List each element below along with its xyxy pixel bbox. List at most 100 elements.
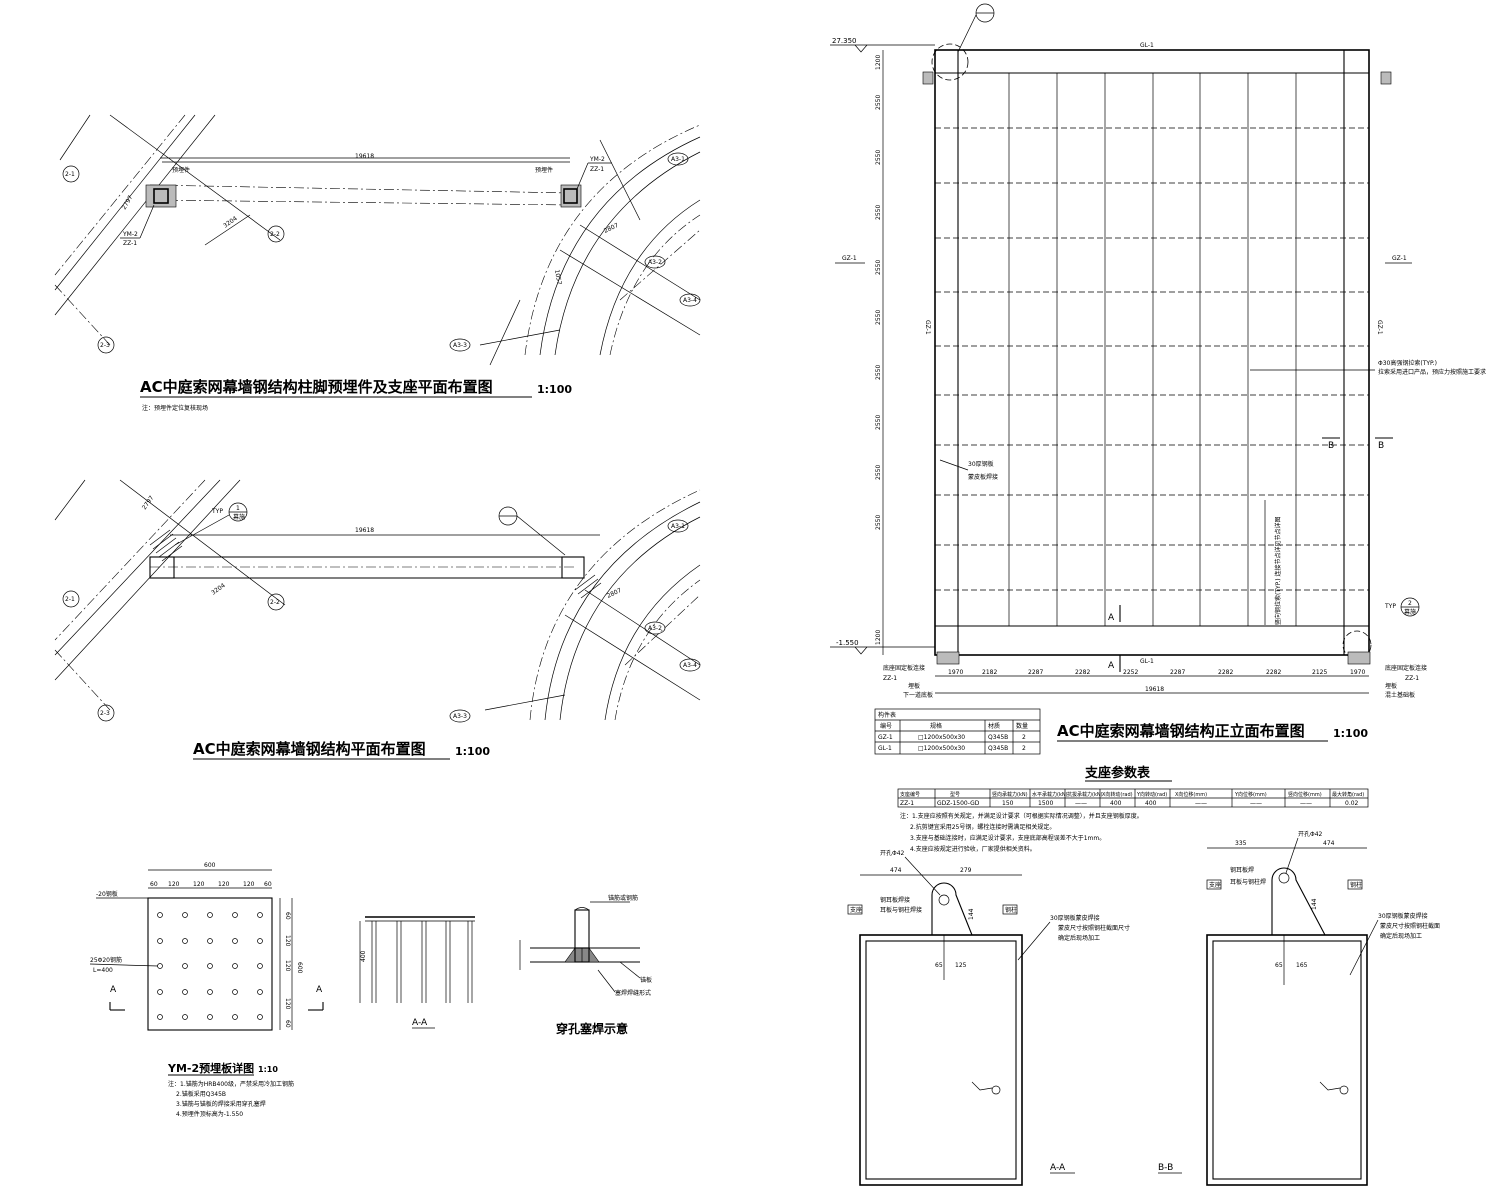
plug-weld-label-1: 锚筋或钢筋 bbox=[608, 894, 638, 902]
elevation: 27.350 -1.550 1200 2550 2550 2550 2550 2… bbox=[830, 3, 1486, 742]
aa-note-1: 钢耳板焊接 bbox=[880, 896, 910, 904]
svg-text:1200: 1200 bbox=[875, 630, 882, 645]
embed-dim-span: 19618 bbox=[355, 153, 374, 160]
svg-text:2.锚板采用Q345B: 2.锚板采用Q345B bbox=[176, 1090, 226, 1098]
svg-text:120: 120 bbox=[284, 935, 291, 947]
svg-text:2550: 2550 bbox=[875, 205, 882, 220]
member-cell: 2 bbox=[1022, 734, 1026, 741]
svg-text:2550: 2550 bbox=[875, 415, 882, 430]
elev-title: AC中庭索网幕墙钢结构正立面布置图 bbox=[1057, 722, 1305, 740]
svg-text:A3-2: A3-2 bbox=[648, 259, 662, 266]
svg-text:2550: 2550 bbox=[875, 365, 882, 380]
aa-note-2: 耳板与钢柱焊接 bbox=[880, 906, 922, 914]
svg-text:4.预埋件顶标高为-1.550: 4.预埋件顶标高为-1.550 bbox=[176, 1110, 243, 1118]
member-cell: 2 bbox=[1022, 745, 1026, 752]
elev-column-right: GZ-1 bbox=[1376, 320, 1383, 335]
svg-text:Y向转动(rad): Y向转动(rad) bbox=[1136, 791, 1167, 798]
svg-text:2550: 2550 bbox=[875, 310, 882, 325]
svg-text:2252: 2252 bbox=[1123, 669, 1138, 676]
support-table-cols: 支座编号 型号 竖向承载力(kN) 水平承载力(kN) 抗拔承载力(kN) X向… bbox=[900, 791, 1364, 798]
support-table-notes: 注：1.支座应按照有关规定，并满足设计要求（可根据实际情况调整），并且支座钢板厚… bbox=[900, 812, 1143, 853]
member-col: 材质 bbox=[988, 722, 1000, 730]
embed-dim-d: 2797 bbox=[121, 194, 135, 211]
svg-text:3.支座与基础连接时，应满足设计要求，支座底部高程误差不大于: 3.支座与基础连接时，应满足设计要求，支座底部高程误差不大于1mm。 bbox=[910, 834, 1105, 842]
ym2-notes: 注：1.锚筋为HRB400级，严禁采用冷加工钢筋 2.锚板采用Q345B 3.锚… bbox=[168, 1080, 294, 1118]
svg-text:支座编号: 支座编号 bbox=[900, 791, 920, 798]
aa-dim-w1: 474 bbox=[890, 867, 902, 874]
embed-dim-c: 1057 bbox=[553, 269, 563, 285]
svg-text:2282: 2282 bbox=[1218, 669, 1233, 676]
svg-text:Y向位移(mm): Y向位移(mm) bbox=[1234, 791, 1267, 798]
svg-text:——: —— bbox=[1300, 800, 1312, 807]
svg-text:——: —— bbox=[1075, 800, 1087, 807]
svg-text:150: 150 bbox=[1002, 800, 1014, 807]
embed-plan-scale: 1:100 bbox=[537, 383, 572, 396]
ym2-section-left: A bbox=[110, 985, 117, 995]
elev-right-support-2: ZZ-1 bbox=[1405, 675, 1419, 682]
svg-text:型号: 型号 bbox=[950, 791, 960, 798]
svg-text:1970: 1970 bbox=[1350, 669, 1365, 676]
struct-detail-sheet: 幕施 bbox=[233, 513, 245, 521]
aa-tag-right: 钢柱 bbox=[1005, 906, 1017, 914]
member-col: 规格 bbox=[930, 722, 942, 730]
elev-typ-sheet: 幕施 bbox=[1404, 608, 1416, 616]
elev-column-left: GZ-1 bbox=[924, 320, 931, 335]
svg-text:A3-4: A3-4 bbox=[683, 297, 697, 304]
svg-text:竖向承载力(kN): 竖向承载力(kN) bbox=[992, 791, 1028, 798]
ym2-top-dims: 60 120 120 120 120 60 bbox=[150, 881, 272, 888]
elev-top-beam: GL-1 bbox=[1140, 42, 1154, 49]
ym2-title: YM-2预埋板详图 bbox=[167, 1061, 254, 1075]
svg-text:竖向位移(mm): 竖向位移(mm) bbox=[1288, 791, 1322, 798]
embed-label-left: 预埋件 bbox=[172, 166, 190, 174]
grid-bubble: 2-1 bbox=[62, 165, 80, 183]
aa-side-note-3: 确定后现场加工 bbox=[1058, 934, 1100, 942]
bb-side-note-3: 确定后现场加工 bbox=[1380, 932, 1422, 940]
grid-bubble: 2-2 bbox=[267, 225, 285, 243]
aa-small-label: A-A bbox=[412, 1018, 428, 1028]
aa-dim-b: 125 bbox=[955, 962, 967, 969]
ym2-section-right: A bbox=[316, 985, 323, 995]
plug-weld-title: 穿孔塞焊示意 bbox=[556, 1021, 628, 1036]
svg-text:2-1: 2-1 bbox=[65, 171, 75, 178]
bb-pin: 开孔Φ42 bbox=[1298, 830, 1323, 838]
elev-plate-note-1: 30厚钢板 bbox=[968, 460, 994, 468]
elev-section-b-right: B bbox=[1378, 441, 1384, 451]
elev-top-level: 27.350 bbox=[832, 37, 857, 45]
svg-text:2287: 2287 bbox=[1028, 669, 1043, 676]
elev-section-a-top: A bbox=[1108, 613, 1115, 623]
grid-bubble: A3-4 bbox=[679, 658, 701, 672]
bb-side-note-1: 30厚钢板蒙皮焊接 bbox=[1378, 912, 1428, 920]
elev-section-a-bottom: A bbox=[1108, 661, 1115, 671]
svg-text:抗拔承载力(kN): 抗拔承载力(kN) bbox=[1067, 791, 1103, 798]
svg-text:1970: 1970 bbox=[948, 669, 963, 676]
ym2-width: 600 bbox=[204, 862, 216, 869]
svg-text:2550: 2550 bbox=[875, 260, 882, 275]
elev-right-support-4: 混土基础板 bbox=[1385, 691, 1415, 699]
svg-text:A3-2: A3-2 bbox=[648, 625, 662, 632]
elev-bottom-level: -1.550 bbox=[836, 639, 859, 647]
aa-dim-a: 65 bbox=[935, 962, 943, 969]
ym2-bar-label-1: 25Φ20钢筋 bbox=[90, 956, 122, 964]
svg-text:A3-3: A3-3 bbox=[453, 713, 467, 720]
embed-dim-a: 3204 bbox=[222, 215, 239, 230]
embed-plan-note: 注：预埋件定位复核现场 bbox=[142, 404, 208, 412]
bb-dim-b: 165 bbox=[1296, 962, 1308, 969]
elev-vertical-note: 竖向钢拉索(TYP.) 连接节点详见节点详图 bbox=[1274, 516, 1282, 625]
plug-weld-label-3: 塞焊焊缝形式 bbox=[615, 989, 651, 997]
svg-text:——: —— bbox=[1195, 800, 1207, 807]
support-table-title: 支座参数表 bbox=[1084, 765, 1151, 781]
member-cell: GZ-1 bbox=[878, 734, 893, 741]
bb-tag-left: 支座 bbox=[1209, 881, 1221, 889]
aa-small-depth: 400 bbox=[360, 950, 367, 962]
member-col: 编号 bbox=[880, 722, 892, 730]
plug-weld: 锚筋或钢筋 锚板 塞焊焊缝形式 穿孔塞焊示意 bbox=[519, 894, 652, 1036]
svg-text:2.抗剪键宜采用25号钢，螺栓连接时需满足相关规定。: 2.抗剪键宜采用25号钢，螺栓连接时需满足相关规定。 bbox=[910, 823, 1055, 831]
elev-left-support-4: 下一道底板 bbox=[903, 691, 933, 699]
aa-dim-w2: 279 bbox=[960, 867, 972, 874]
section-aa: 474 279 开孔Φ42 支座 钢柱 钢耳板焊接 耳板与钢柱焊接 144 65… bbox=[847, 849, 1130, 1186]
elev-typ: TYP bbox=[1384, 603, 1396, 610]
aa-side-note-1: 30厚钢板蒙皮焊接 bbox=[1050, 914, 1100, 922]
elev-dim-total: 19618 bbox=[1145, 686, 1164, 693]
svg-text:120: 120 bbox=[284, 998, 291, 1010]
grid-bubble: A3-1 bbox=[667, 152, 689, 166]
